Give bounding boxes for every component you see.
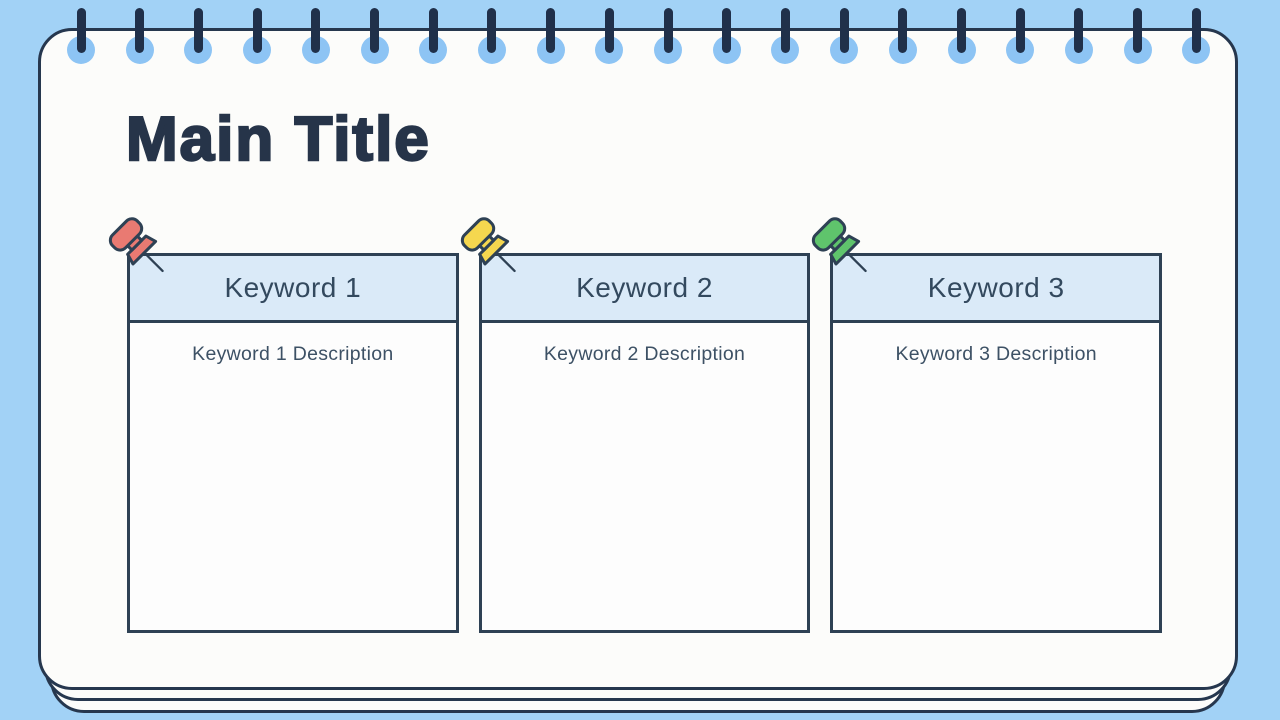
ring-pin [76,8,86,53]
ring-pin [839,8,849,53]
card-body[interactable]: Keyword 3 Description [833,323,1159,630]
ring-pin [428,8,438,53]
card-header[interactable]: Keyword 1 [130,256,456,323]
card-description: Keyword 2 Description [543,343,746,365]
card-keyword: Keyword 2 [576,272,713,303]
ring-pin [311,8,321,53]
ring-pin [1074,8,1084,53]
ring-pin [193,8,203,53]
ring-pin [604,8,614,53]
ring-pin [487,8,497,53]
card-description: Keyword 3 Description [895,343,1097,365]
card-body[interactable]: Keyword 2 Description [482,323,808,630]
ring-pin [252,8,262,53]
spiral-binding [0,0,1280,80]
ring-pin [1015,8,1025,53]
page-title[interactable]: Main Title [125,104,431,175]
card-header[interactable]: Keyword 2 [481,256,808,323]
card-description: Keyword 1 Description [192,343,394,365]
ring-pin [1133,8,1143,53]
card-keyword: Keyword 1 [224,272,362,303]
keyword-card-3[interactable]: Keyword 3 Keyword 3 Description [812,217,1163,633]
ring-pin [370,8,379,53]
ring-pin [780,8,790,53]
keyword-card-1[interactable]: Keyword 1 Keyword 1 Description [108,217,459,633]
ring-pin [898,8,908,53]
ring-pin [1191,8,1201,53]
ring-pin [957,8,966,53]
card-body[interactable]: Keyword 1 Description [130,323,456,630]
ring-pin [722,8,732,53]
card-keyword: Keyword 3 [927,272,1065,303]
keyword-card-2[interactable]: Keyword 2 Keyword 2 Description [460,217,811,633]
ring-pin [546,8,556,53]
ring-pin [135,8,145,53]
cards-row: Keyword 1 Keyword 1 Description Keyword … [108,217,1163,633]
ring-pin [663,8,673,53]
card-header[interactable]: Keyword 3 [833,256,1160,323]
